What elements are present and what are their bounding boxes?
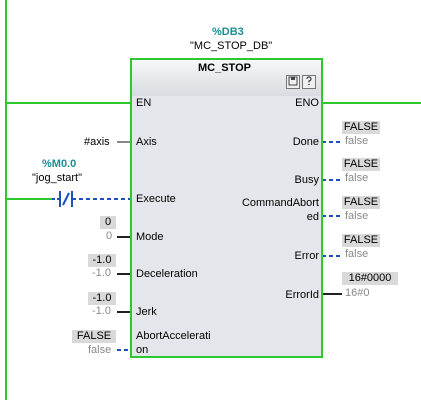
save-icon[interactable] bbox=[286, 75, 300, 89]
abort-acceleration-operand[interactable]: FALSE bbox=[72, 330, 116, 343]
pin-execute: Execute bbox=[136, 193, 176, 205]
pin-eno: ENO bbox=[295, 97, 319, 109]
error-id-monitor-value: 16#0 bbox=[345, 287, 370, 299]
pin-axis: Axis bbox=[136, 136, 157, 148]
pin-busy: Busy bbox=[294, 174, 319, 186]
abort-acceleration-monitor-value: false bbox=[88, 344, 112, 356]
pin-deceleration: Deceleration bbox=[136, 268, 198, 280]
mode-operand[interactable]: 0 bbox=[100, 216, 116, 229]
mode-monitor-value: 0 bbox=[106, 230, 113, 242]
pin-en: EN bbox=[136, 97, 152, 109]
error-operand[interactable]: FALSE bbox=[342, 234, 380, 247]
deceleration-monitor-value: -1.0 bbox=[92, 267, 111, 279]
contact-negation-slash bbox=[62, 192, 70, 206]
contact-tag-name[interactable]: "jog_start" bbox=[32, 172, 82, 184]
pin-mode: Mode bbox=[136, 231, 164, 243]
busy-monitor-value: false bbox=[345, 172, 369, 184]
command-aborted-operand[interactable]: FALSE bbox=[342, 196, 380, 209]
contact-address[interactable]: %M0.0 bbox=[42, 158, 77, 170]
axis-operand[interactable]: #axis bbox=[84, 136, 110, 148]
jerk-monitor-value: -1.0 bbox=[92, 305, 111, 317]
pin-done: Done bbox=[292, 136, 319, 148]
instance-db-name[interactable]: "MC_STOP_DB" bbox=[190, 40, 273, 52]
pin-command-aborted-line2: ed bbox=[306, 211, 319, 223]
pin-error: Error bbox=[294, 250, 319, 262]
error-monitor-value: false bbox=[345, 248, 369, 260]
negated-contact[interactable] bbox=[50, 190, 74, 208]
error-id-operand[interactable]: 16#0000 bbox=[342, 272, 398, 285]
done-monitor-value: false bbox=[345, 135, 369, 147]
help-icon[interactable] bbox=[302, 75, 316, 89]
busy-operand[interactable]: FALSE bbox=[342, 158, 380, 171]
deceleration-operand[interactable]: -1.0 bbox=[88, 254, 116, 267]
command-aborted-monitor-value: false bbox=[345, 210, 369, 222]
block-title: MC_STOP bbox=[198, 62, 251, 74]
done-operand[interactable]: FALSE bbox=[342, 121, 380, 134]
instance-db-number[interactable]: %DB3 bbox=[212, 26, 244, 38]
mc-stop-block[interactable] bbox=[130, 58, 323, 358]
jerk-operand[interactable]: -1.0 bbox=[88, 292, 116, 305]
pin-abort-acceleration-line1: AbortAccelerati bbox=[136, 330, 211, 342]
pin-command-aborted-line1: CommandAbort bbox=[241, 197, 319, 209]
pin-abort-acceleration-line2: on bbox=[136, 344, 149, 356]
pin-jerk: Jerk bbox=[136, 306, 157, 318]
pin-error-id: ErrorId bbox=[285, 289, 319, 301]
